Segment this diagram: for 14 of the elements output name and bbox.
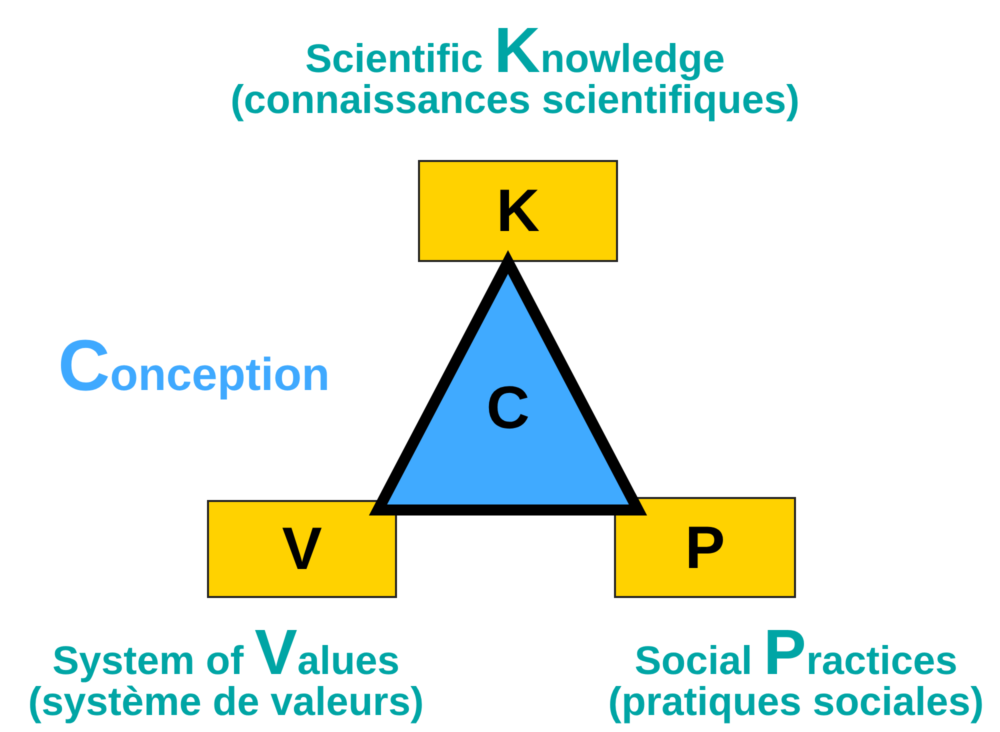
node-letter: K — [496, 181, 540, 241]
concept-box — [418, 160, 618, 262]
node-letter: V — [282, 519, 322, 579]
caption-text: System of Values — [52, 620, 400, 684]
caption-text: Social Practices — [634, 620, 958, 684]
node-letter: P — [684, 518, 726, 578]
diagram-label: Conception — [58, 330, 330, 402]
concept-box — [207, 500, 397, 598]
caption-text: (système de valeurs) — [28, 682, 424, 722]
caption-text: (pratiques sociales) — [608, 682, 984, 722]
node-letter: C — [485, 378, 531, 438]
concept-box — [614, 497, 796, 598]
caption-text: Scientific Knowledge — [305, 18, 725, 82]
caption-text: (connaissances scientifiques) — [230, 80, 800, 120]
